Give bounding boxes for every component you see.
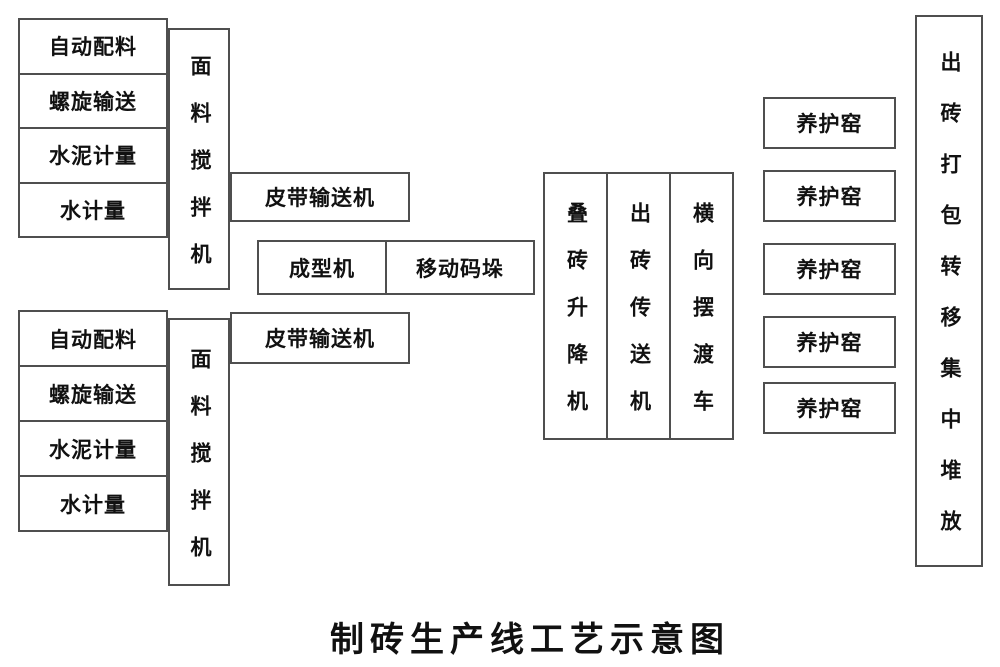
batching-step-auto-dosing: 自动配料: [49, 36, 137, 60]
mobile-palletizer: 移动码垛: [385, 240, 535, 295]
curing-kiln: 养护窑: [763, 243, 896, 295]
belt-conveyor-top: 皮带输送机: [230, 172, 410, 222]
batching-step-cement-metering: 水泥计量: [20, 420, 166, 475]
brick-conveyor-label: 出砖传送机: [627, 201, 651, 437]
batching-step-water-metering: 水计量: [20, 181, 166, 237]
mixer-label: 面料搅拌机: [188, 347, 211, 583]
batching-step-water-metering: 水计量: [20, 475, 166, 530]
batching-step-cement-metering: 水泥计量: [20, 127, 166, 182]
transverse-ferry-label: 横向摆渡车: [690, 201, 714, 437]
curing-kiln: 养护窑: [763, 316, 896, 368]
face-material-mixer-bottom: 面料搅拌机: [168, 318, 230, 586]
batching-stack-top: 自动配料 螺旋输送 水泥计量 水计量: [18, 18, 168, 238]
diagram-title: 制砖生产线工艺示意图: [330, 621, 730, 659]
curing-kiln: 养护窑: [763, 170, 896, 222]
brick-output-conveyor: 出砖传送机: [606, 172, 671, 440]
batching-step-screw-conveyor: 螺旋输送: [20, 72, 166, 128]
mixer-label: 面料搅拌机: [188, 54, 211, 290]
face-material-mixer-top: 面料搅拌机: [168, 28, 230, 290]
stacker-lift-label: 叠砖升降机: [564, 201, 588, 437]
batching-step-screw-conveyor: 螺旋输送: [20, 365, 166, 420]
transverse-ferry-cart: 横向摆渡车: [669, 172, 734, 440]
output-packing-stacking: 出砖打包转移集中堆放: [915, 15, 983, 567]
forming-machine: 成型机: [257, 240, 387, 295]
batching-step-auto-dosing: 自动配料: [49, 328, 137, 352]
curing-kiln: 养护窑: [763, 382, 896, 434]
belt-conveyor-bottom: 皮带输送机: [230, 312, 410, 364]
curing-kiln: 养护窑: [763, 97, 896, 149]
batching-stack-bottom: 自动配料 螺旋输送 水泥计量 水计量: [18, 310, 168, 532]
output-stack-label: 出砖打包转移集中堆放: [938, 51, 961, 561]
brick-stacking-lifter: 叠砖升降机: [543, 172, 608, 440]
